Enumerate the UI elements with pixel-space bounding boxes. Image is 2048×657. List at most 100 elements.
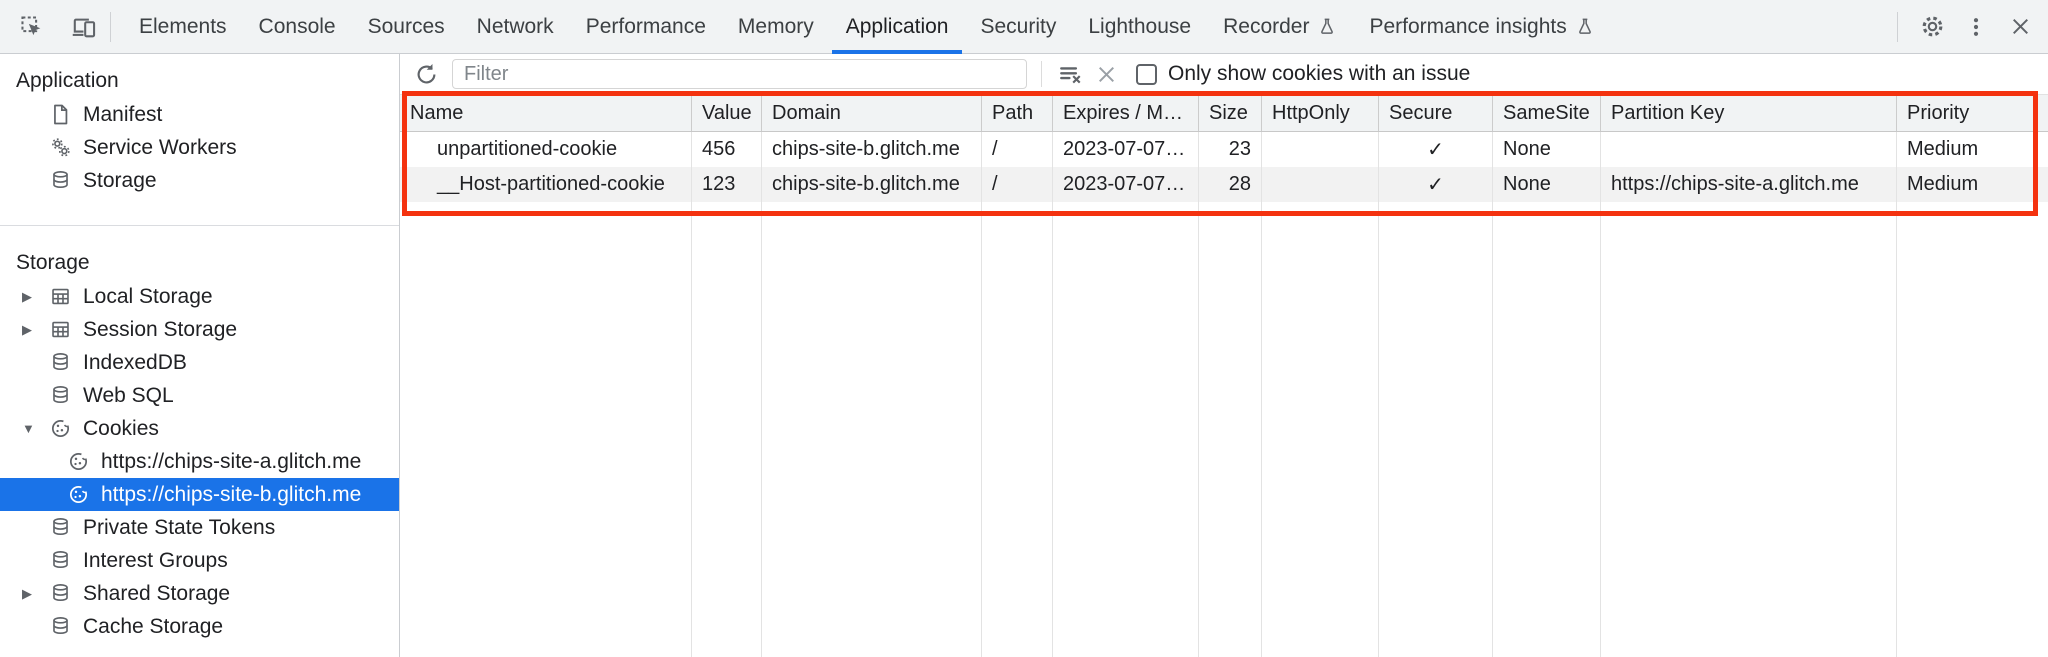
tab-label: Sources <box>367 14 445 38</box>
cell-secure[interactable]: ✓ <box>1379 167 1493 202</box>
column-header-secure[interactable]: Secure <box>1379 95 1493 131</box>
cell-samesite[interactable]: None <box>1493 132 1601 167</box>
sidebar-item-cache-storage[interactable]: Cache Storage <box>0 610 399 643</box>
column-header-domain[interactable]: Domain <box>762 95 982 131</box>
filler-cell <box>1601 202 1897 657</box>
settings-button[interactable] <box>1914 9 1950 45</box>
tab-performance-insights[interactable]: Performance insights <box>1353 0 1610 54</box>
cell-size[interactable]: 23 <box>1199 132 1262 167</box>
tabbar-divider <box>110 11 111 42</box>
inspect-button[interactable] <box>14 9 50 45</box>
column-header-samesite[interactable]: SameSite <box>1493 95 1601 131</box>
sidebar-item-storage[interactable]: Storage <box>0 164 399 197</box>
toolbar-divider <box>1041 61 1042 87</box>
sidebar-item-manifest[interactable]: Manifest <box>0 98 399 131</box>
sidebar-item-https-chips-site-b-glitch-me[interactable]: https://chips-site-b.glitch.me <box>0 478 399 511</box>
close-icon <box>1094 62 1119 87</box>
sidebar-item-web-sql[interactable]: Web SQL <box>0 379 399 412</box>
tab-console[interactable]: Console <box>243 0 352 54</box>
tab-memory[interactable]: Memory <box>722 0 830 54</box>
tab-label: Lighthouse <box>1088 14 1192 38</box>
filter-input[interactable] <box>452 59 1027 89</box>
tab-lighthouse[interactable]: Lighthouse <box>1072 0 1207 54</box>
cell-expires-m[interactable]: 2023-07-07… <box>1053 167 1199 202</box>
filler-cell <box>1199 202 1262 657</box>
cell-domain[interactable]: chips-site-b.glitch.me <box>762 167 982 202</box>
refresh-button[interactable] <box>408 56 444 92</box>
sidebar-item-label: Storage <box>83 168 157 192</box>
tab-network[interactable]: Network <box>461 0 570 54</box>
clear-all-cookies-button[interactable] <box>1052 56 1088 92</box>
tab-label: Console <box>258 14 336 38</box>
column-header-path[interactable]: Path <box>982 95 1053 131</box>
tab-performance[interactable]: Performance <box>570 0 722 54</box>
section-title: Storage <box>16 251 90 274</box>
cell-secure[interactable]: ✓ <box>1379 132 1493 167</box>
sidebar-item-service-workers[interactable]: Service Workers <box>0 131 399 164</box>
cell-partition-key[interactable]: https://chips-site-a.glitch.me <box>1601 167 1897 202</box>
column-header-size[interactable]: Size <box>1199 95 1262 131</box>
filler-cell <box>762 202 982 657</box>
cell-value[interactable]: 456 <box>692 132 762 167</box>
cell-priority[interactable]: Medium <box>1907 138 1979 160</box>
database-icon <box>49 516 72 539</box>
sidebar-item-https-chips-site-a-glitch-me[interactable]: https://chips-site-a.glitch.me <box>0 445 399 478</box>
issue-filter-checkbox[interactable] <box>1136 63 1157 85</box>
database-icon <box>49 384 72 407</box>
sidebar-item-cookies[interactable]: ▼Cookies <box>0 412 399 445</box>
tab-sources[interactable]: Sources <box>352 0 461 54</box>
sidebar-item-indexeddb[interactable]: IndexedDB <box>0 346 399 379</box>
issue-filter-checkbox-label[interactable]: Only show cookies with an issue <box>1168 62 1471 85</box>
cell-httponly[interactable] <box>1262 167 1379 202</box>
cell-name[interactable]: unpartitioned-cookie <box>400 132 692 167</box>
cell-domain[interactable]: chips-site-b.glitch.me <box>762 132 982 167</box>
tab-application[interactable]: Application <box>830 0 965 54</box>
cell-name[interactable]: __Host-partitioned-cookie <box>400 167 692 202</box>
cell-expires-m[interactable]: 2023-07-07… <box>1053 132 1199 167</box>
cell-priority[interactable]: Medium <box>1907 173 1979 195</box>
close-button[interactable] <box>2002 9 2038 45</box>
tab-recorder[interactable]: Recorder <box>1207 0 1353 54</box>
cell-value[interactable]: 123 <box>692 167 762 202</box>
cell-samesite[interactable]: None <box>1493 167 1601 202</box>
column-header-name[interactable]: Name <box>400 95 692 131</box>
column-header-value[interactable]: Value <box>692 95 762 131</box>
cell-size[interactable]: 28 <box>1199 167 1262 202</box>
cookie-icon <box>67 450 90 473</box>
tabbar-left-icons <box>0 9 102 45</box>
column-header-httponly[interactable]: HttpOnly <box>1262 95 1379 131</box>
sidebar-item-label: Web SQL <box>83 383 174 407</box>
tab-security[interactable]: Security <box>964 0 1072 54</box>
device-toolbar-button[interactable] <box>66 9 102 45</box>
sidebar-item-private-state-tokens[interactable]: Private State Tokens <box>0 511 399 544</box>
cookie-icon <box>49 417 72 440</box>
cell-path[interactable]: / <box>982 132 1053 167</box>
cell-httponly[interactable] <box>1262 132 1379 167</box>
database-icon <box>49 549 72 572</box>
column-header-partition-key[interactable]: Partition Key <box>1601 95 1897 131</box>
table-icon <box>49 285 72 308</box>
cell-path[interactable]: / <box>982 167 1053 202</box>
sidebar-item-local-storage[interactable]: ▶Local Storage <box>0 280 399 313</box>
triangle-right-icon: ▶ <box>22 321 32 337</box>
tab-elements[interactable]: Elements <box>123 0 243 54</box>
cell-partition-key[interactable] <box>1601 132 1897 167</box>
sidebar-item-shared-storage[interactable]: ▶Shared Storage <box>0 577 399 610</box>
sidebar-item-interest-groups[interactable]: Interest Groups <box>0 544 399 577</box>
sidebar-item-label: Service Workers <box>83 135 237 159</box>
kebab-icon <box>1964 14 1988 40</box>
settings-icon <box>1919 13 1946 40</box>
sidebar-item-label: Session Storage <box>83 317 238 341</box>
triangle-right-icon: ▶ <box>22 288 32 304</box>
sidebar-item-label: Cache Storage <box>83 614 224 638</box>
kebab-button[interactable] <box>1958 9 1994 45</box>
sidebar-item-session-storage[interactable]: ▶ Session Storage <box>0 313 399 346</box>
column-header-priority[interactable]: Priority <box>1907 101 1970 124</box>
column-header-expires-m[interactable]: Expires / M… <box>1053 95 1199 131</box>
delete-selected-button[interactable] <box>1088 56 1124 92</box>
